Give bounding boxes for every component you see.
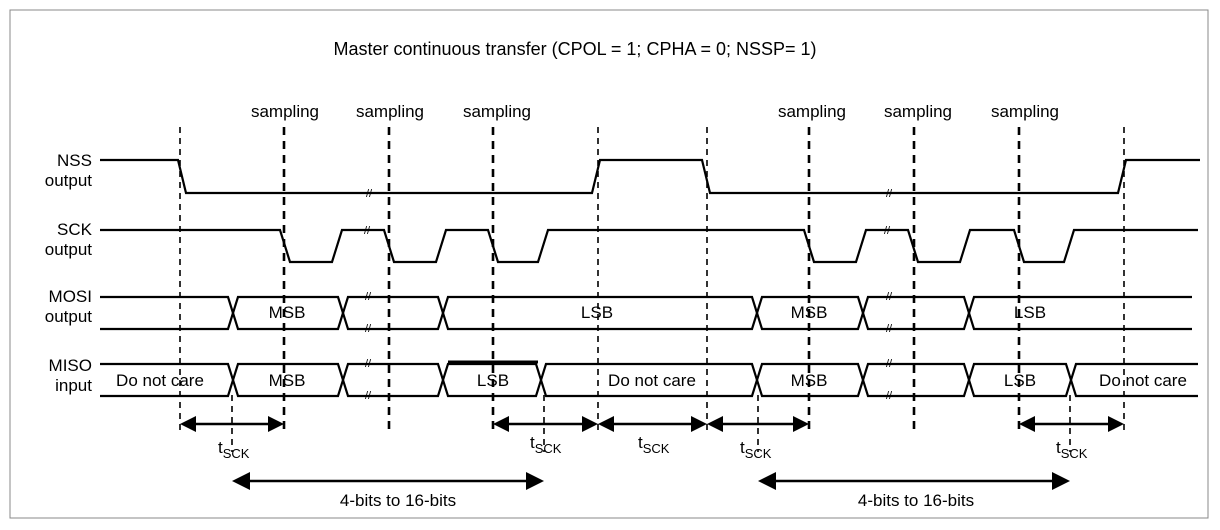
tsck-arrows	[180, 416, 1124, 432]
tsck-label: tSCK	[530, 433, 562, 456]
miso-do-not-care-label: Do not care	[608, 371, 696, 390]
nss-signal-direction: output	[45, 171, 93, 190]
miso-lsb-label: LSB	[1004, 371, 1036, 390]
svg-text://: //	[366, 188, 373, 200]
mosi-msb-label: MSB	[269, 303, 306, 322]
frame-length-arrow: 4-bits to 16-bits	[758, 472, 1070, 510]
tsck-label: tSCK	[1056, 438, 1088, 461]
svg-text://: //	[365, 390, 372, 402]
svg-text://: //	[886, 291, 893, 303]
miso-bus: // // // // Do not care MSB LSB Do not c…	[100, 358, 1198, 402]
sampling-label: sampling	[991, 102, 1059, 121]
sampling-label: sampling	[251, 102, 319, 121]
miso-lsb-label: LSB	[477, 371, 509, 390]
miso-signal-name: MISO	[49, 356, 92, 375]
mosi-bus: // // // // MSB LSB MSB LSB	[100, 291, 1192, 335]
miso-signal-direction: input	[55, 376, 92, 395]
signal-names: NSS output SCK output MOSI output MISO i…	[45, 151, 93, 395]
svg-text://: //	[884, 225, 891, 237]
miso-do-not-care-label: Do not care	[1099, 371, 1187, 390]
frame-length-arrows: 4-bits to 16-bits 4-bits to 16-bits	[232, 472, 1070, 510]
svg-text://: //	[365, 358, 372, 370]
mosi-signal-name: MOSI	[49, 287, 92, 306]
svg-text://: //	[886, 323, 893, 335]
frame-length-arrow: 4-bits to 16-bits	[232, 472, 544, 510]
svg-text://: //	[365, 291, 372, 303]
tsck-label: tSCK	[740, 438, 772, 461]
tsck-label: tSCK	[638, 433, 670, 456]
tsck-double-arrow	[598, 416, 707, 432]
sck-signal-name: SCK	[57, 220, 93, 239]
tsck-double-arrow	[707, 416, 809, 432]
miso-do-not-care-label: Do not care	[116, 371, 204, 390]
sampling-label: sampling	[884, 102, 952, 121]
svg-text://: //	[364, 225, 371, 237]
tsck-label: tSCK	[218, 438, 250, 461]
svg-text://: //	[886, 390, 893, 402]
frame-length-label: 4-bits to 16-bits	[858, 491, 974, 510]
nss-waveform: // //	[100, 158, 1200, 200]
tsck-double-arrow	[1019, 416, 1124, 432]
mosi-lsb-label: LSB	[581, 303, 613, 322]
miso-msb-label: MSB	[791, 371, 828, 390]
tsck-double-arrow	[180, 416, 284, 432]
sampling-label: sampling	[356, 102, 424, 121]
sampling-label: sampling	[778, 102, 846, 121]
diagram-title: Master continuous transfer (CPOL = 1; CP…	[333, 39, 816, 59]
mosi-signal-direction: output	[45, 307, 93, 326]
svg-text://: //	[886, 188, 893, 200]
svg-text://: //	[886, 358, 893, 370]
frame-length-label: 4-bits to 16-bits	[340, 491, 456, 510]
sampling-label: sampling	[463, 102, 531, 121]
diagram-frame	[9, 9, 1209, 519]
svg-text://: //	[365, 323, 372, 335]
tsck-labels: tSCK tSCK tSCK tSCK tSCK	[218, 433, 1088, 461]
mosi-msb-label: MSB	[791, 303, 828, 322]
nss-signal-name: NSS	[57, 151, 92, 170]
timing-reference-lines	[179, 127, 1125, 452]
sampling-labels: sampling sampling sampling sampling samp…	[251, 102, 1059, 121]
sck-signal-direction: output	[45, 240, 93, 259]
tsck-double-arrow	[493, 416, 598, 432]
miso-msb-label: MSB	[269, 371, 306, 390]
mosi-lsb-label: LSB	[1014, 303, 1046, 322]
sck-waveform: // //	[100, 225, 1198, 264]
